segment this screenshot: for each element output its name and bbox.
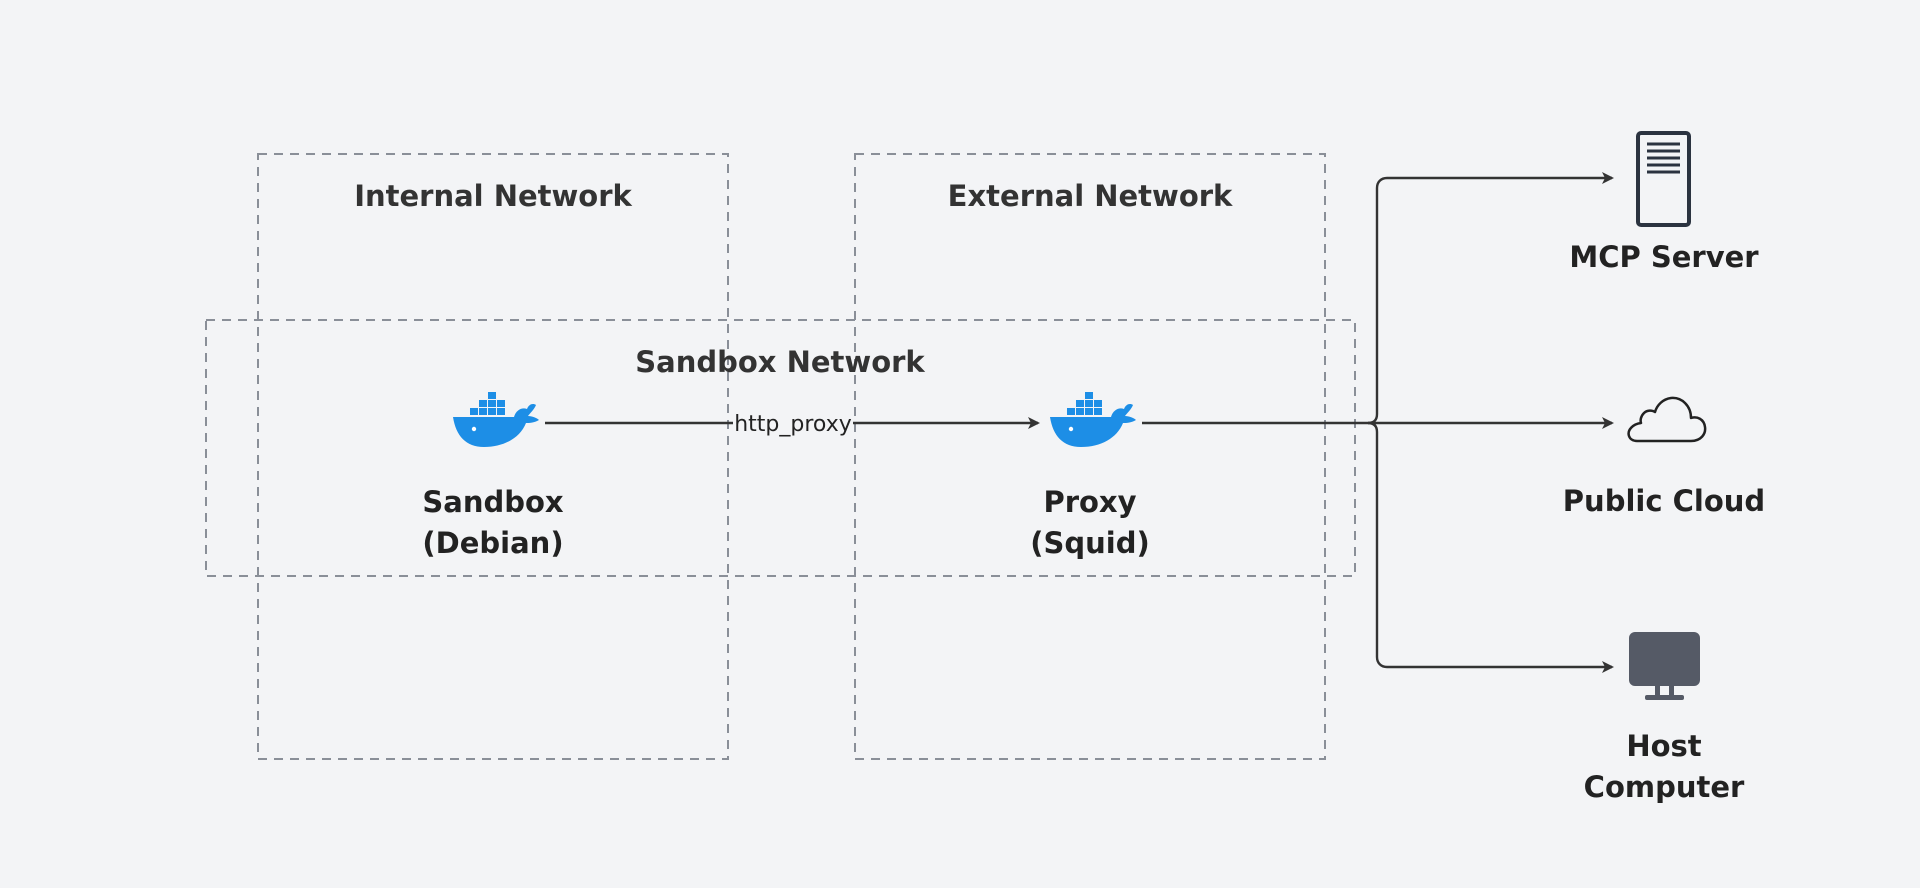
mcp-server-node: MCP Server	[1569, 131, 1759, 274]
public-cloud-label: Public Cloud	[1563, 484, 1765, 518]
host-computer-label: Host	[1626, 729, 1701, 763]
edge-proxy-mcp	[1367, 172, 1614, 425]
sandbox-label: Sandbox	[422, 485, 564, 519]
external-network-title: External Network	[948, 179, 1233, 213]
mcp-server-label: MCP Server	[1569, 240, 1759, 274]
sandbox-network-title: Sandbox Network	[635, 345, 925, 379]
host-computer-node: Host Computer	[1584, 632, 1745, 804]
server-icon	[1636, 131, 1691, 227]
docker-whale-icon	[453, 392, 539, 447]
host-computer-sublabel: Computer	[1584, 770, 1745, 804]
external-network-zone	[854, 153, 1326, 760]
monitor-icon	[1629, 632, 1700, 700]
proxy-node: Proxy (Squid)	[1030, 392, 1150, 560]
docker-whale-icon	[1050, 392, 1136, 447]
http-proxy-label: http_proxy	[734, 412, 852, 437]
public-cloud-node: Public Cloud	[1563, 396, 1765, 518]
proxy-sublabel: (Squid)	[1030, 526, 1150, 560]
edge-proxy-host	[1367, 421, 1614, 673]
cloud-icon	[1627, 396, 1707, 443]
proxy-label: Proxy	[1043, 485, 1136, 519]
sandbox-sublabel: (Debian)	[422, 526, 563, 560]
internal-network-zone	[257, 153, 729, 760]
internal-network-title: Internal Network	[354, 179, 632, 213]
sandbox-node: Sandbox (Debian)	[422, 392, 564, 560]
